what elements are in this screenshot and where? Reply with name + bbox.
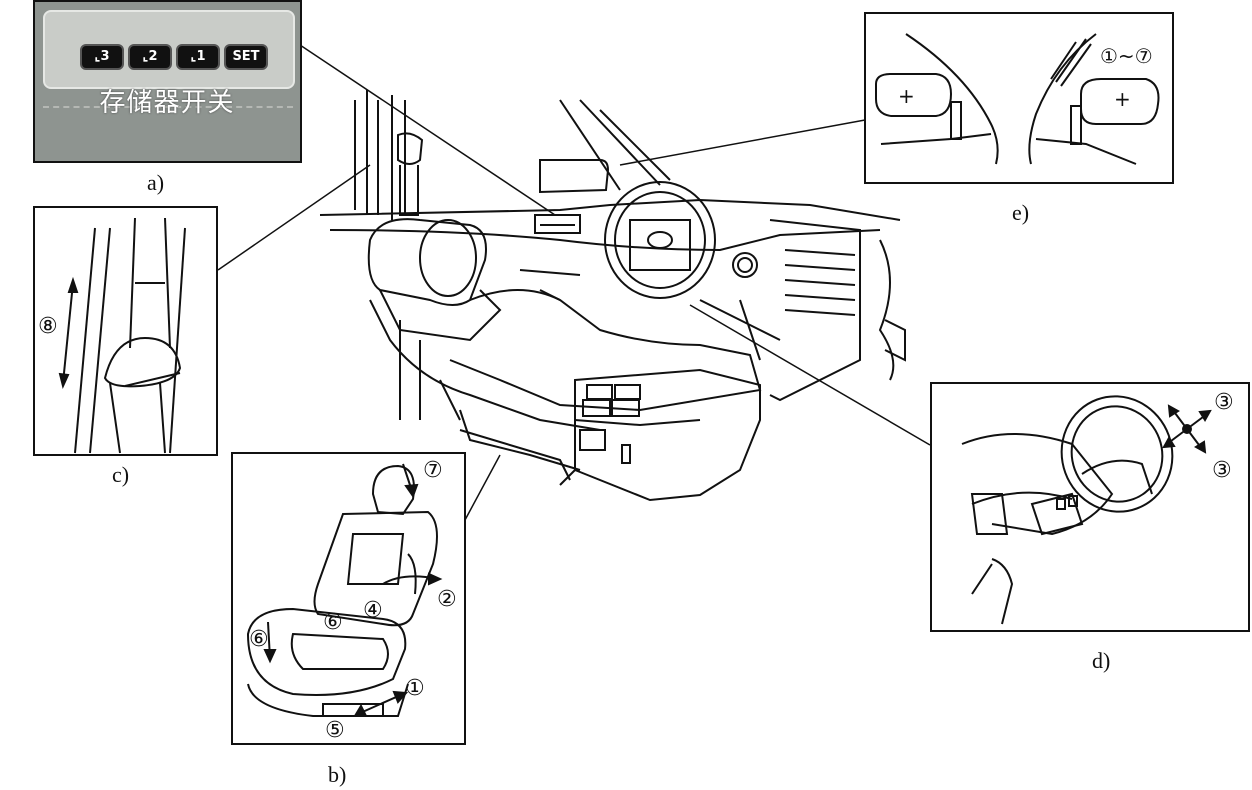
- seat-icon: ⌞: [94, 49, 101, 64]
- callout-7: ⑦: [423, 458, 443, 483]
- memory-button-3[interactable]: ⌞3: [80, 44, 124, 70]
- leader-line-e: [619, 119, 866, 166]
- leader-line-c: [217, 164, 371, 271]
- leader-line-d: [689, 304, 931, 446]
- memory-set-button[interactable]: SET: [224, 44, 268, 70]
- caption-a: a): [147, 170, 165, 195]
- leader-line-a: [299, 44, 556, 216]
- plus-icon-left: +: [898, 84, 915, 108]
- callout-3-lower: ③: [1212, 458, 1232, 483]
- seat-icon: ⌞: [142, 49, 149, 64]
- photo-divider-line: [43, 106, 293, 108]
- seat-icon: ⌞: [190, 49, 197, 64]
- plus-icon-right: +: [1114, 87, 1131, 111]
- caption-b: b): [328, 762, 347, 787]
- callout-6-upper: ⑥: [323, 610, 343, 635]
- callout-5: ⑤: [325, 718, 345, 743]
- callout-8: ⑧: [38, 314, 58, 339]
- caption-d: d): [1092, 648, 1111, 673]
- panel-b-power-seat: ⑦ ② ④ ⑥ ⑥ ① ⑤: [231, 452, 466, 745]
- callout-2: ②: [437, 587, 457, 612]
- callout-6-lower: ⑥: [249, 627, 269, 652]
- memory-button-1[interactable]: ⌞1: [176, 44, 220, 70]
- callout-3-upper: ③: [1214, 390, 1234, 415]
- caption-e: e): [1012, 200, 1030, 225]
- panel-d-steering-tilt: ③ ③: [930, 382, 1250, 632]
- panel-c-headrest-pillar: ⑧: [33, 206, 218, 456]
- panel-a-memory-switch-photo: ⌞3 ⌞2 ⌞1 SET: [33, 0, 302, 163]
- panel-e-steering-switches: ①~⑦ + +: [864, 12, 1174, 184]
- callout-4: ④: [363, 598, 383, 623]
- callout-1: ①: [405, 676, 425, 701]
- leader-line-b: [464, 454, 501, 521]
- memory-switch-caption: 存储器开关: [99, 88, 235, 118]
- range-label: ①~⑦: [1100, 44, 1153, 68]
- memory-button-2[interactable]: ⌞2: [128, 44, 172, 70]
- caption-c: c): [112, 462, 130, 487]
